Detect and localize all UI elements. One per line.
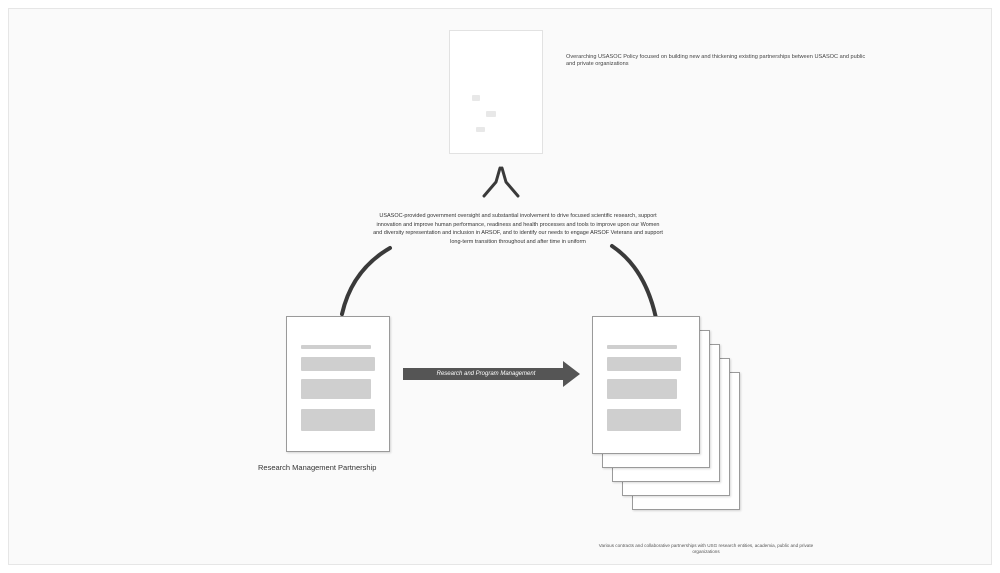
document-content — [301, 357, 375, 371]
arrow-label: Research and Program Management — [436, 371, 536, 377]
document-content — [301, 379, 371, 399]
partnerships-caption: Various contracts and collaborative part… — [598, 543, 814, 554]
document-content — [607, 409, 681, 431]
document-content — [607, 379, 677, 399]
document-content — [472, 95, 480, 101]
document-content — [607, 345, 677, 349]
document-content — [607, 357, 681, 371]
partnership-document-1 — [592, 316, 700, 454]
research-program-arrow — [403, 361, 580, 387]
research-management-document — [286, 316, 390, 452]
oversight-description: USASOC-provided government oversight and… — [373, 213, 663, 245]
document-content — [486, 111, 496, 117]
research-management-label: Research Management Partnership — [258, 463, 377, 472]
top-fork-arrow — [482, 166, 520, 198]
document-content — [476, 127, 485, 132]
right-arc-connector — [610, 244, 658, 320]
left-arc-connector — [340, 246, 392, 316]
document-content — [301, 345, 371, 349]
policy-document — [449, 30, 543, 154]
document-content — [301, 409, 375, 431]
policy-description: Overarching USASOC Policy focused on bui… — [566, 54, 866, 68]
